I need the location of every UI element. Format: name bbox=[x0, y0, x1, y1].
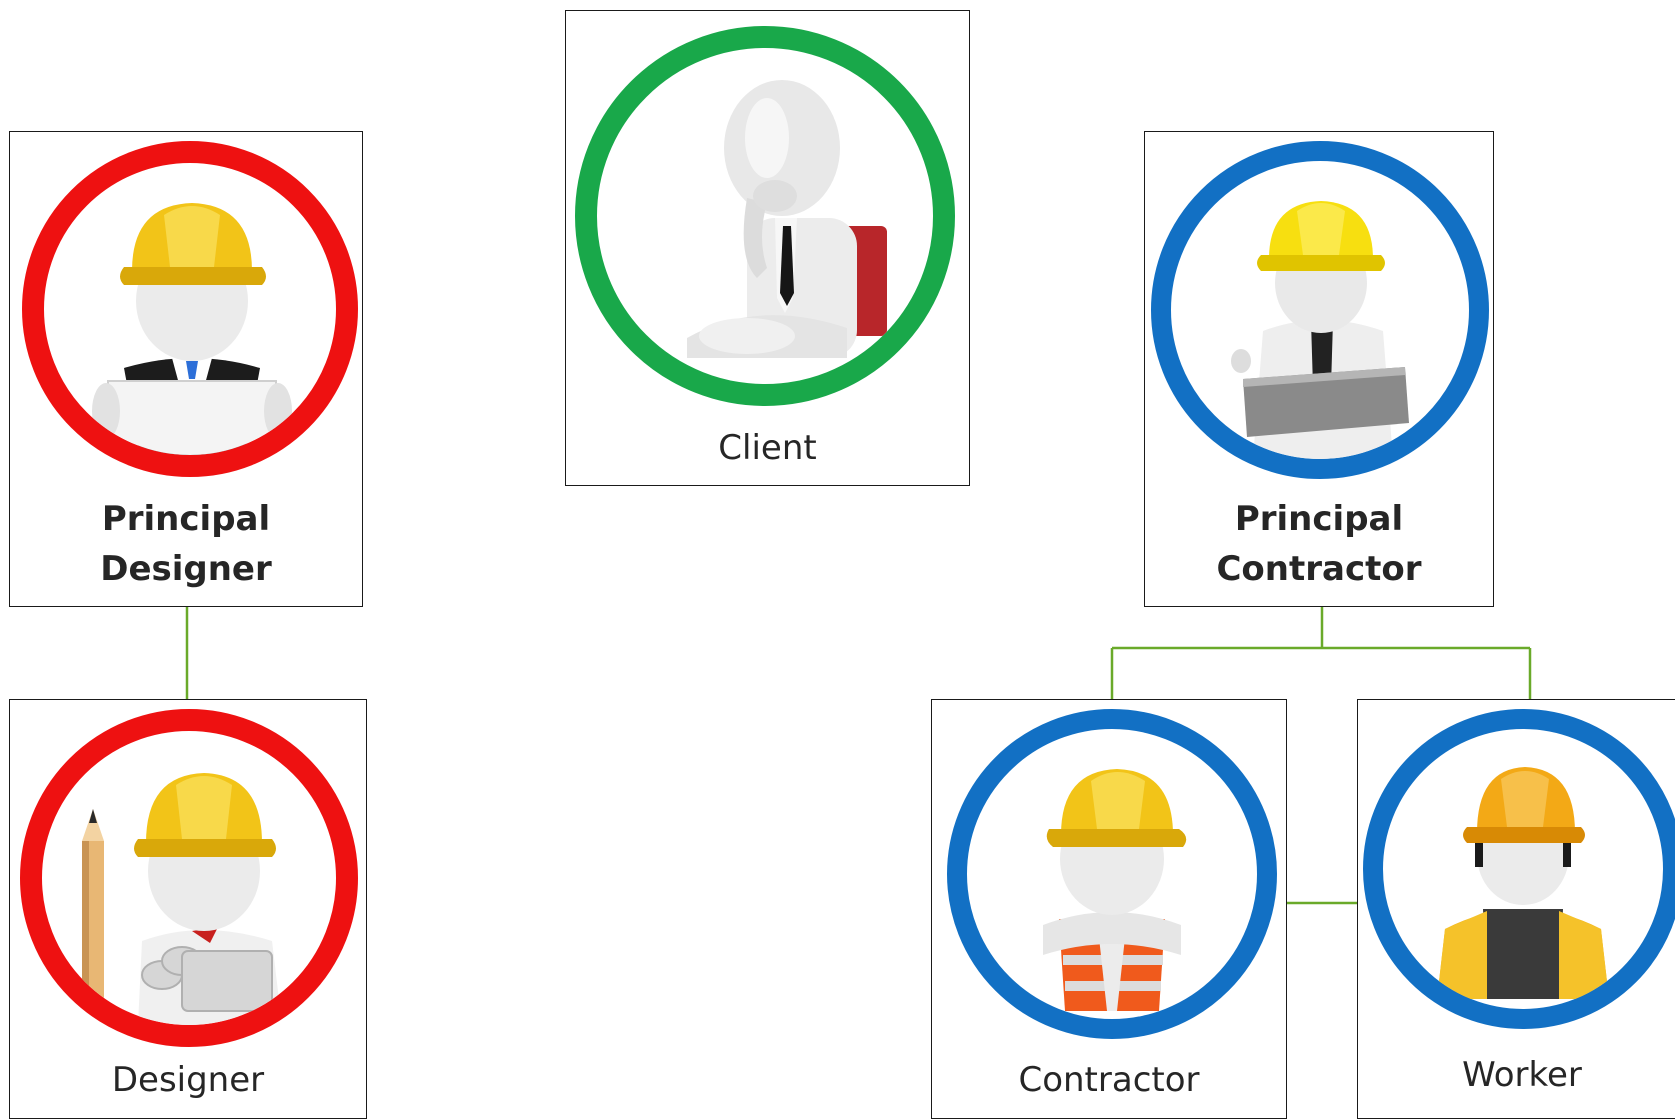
hard-hat-pencil-icon bbox=[82, 773, 282, 1025]
designer-card: Designer bbox=[9, 699, 367, 1119]
client-ring bbox=[575, 26, 955, 406]
designer-ring bbox=[20, 709, 358, 1047]
contractor-card: Contractor bbox=[931, 699, 1287, 1119]
hard-hat-blueprint-icon bbox=[92, 203, 292, 455]
principal-contractor-ring bbox=[1151, 141, 1489, 479]
hard-hat-worker-vest-icon bbox=[1437, 767, 1609, 999]
principal-designer-card: Principal Designer bbox=[9, 131, 363, 607]
principal-designer-label: Principal Designer bbox=[100, 499, 272, 589]
designer-label: Designer bbox=[111, 1060, 265, 1100]
client-label: Client bbox=[718, 428, 817, 468]
worker-ring bbox=[1363, 709, 1675, 1029]
contractor-ring bbox=[947, 709, 1277, 1039]
principal-designer-ring bbox=[22, 141, 358, 477]
principal-contractor-card: Principal Contractor bbox=[1144, 131, 1494, 607]
hard-hat-plans-icon bbox=[1231, 201, 1409, 459]
thinking-businessman-icon bbox=[687, 80, 887, 358]
worker-card: Worker bbox=[1357, 699, 1675, 1119]
client-card: Client bbox=[565, 10, 970, 486]
contractor-label: Contractor bbox=[1018, 1060, 1200, 1100]
principal-contractor-label: Principal Contractor bbox=[1216, 499, 1422, 589]
hard-hat-safety-vest-icon bbox=[1043, 769, 1187, 1011]
worker-label: Worker bbox=[1462, 1055, 1582, 1095]
